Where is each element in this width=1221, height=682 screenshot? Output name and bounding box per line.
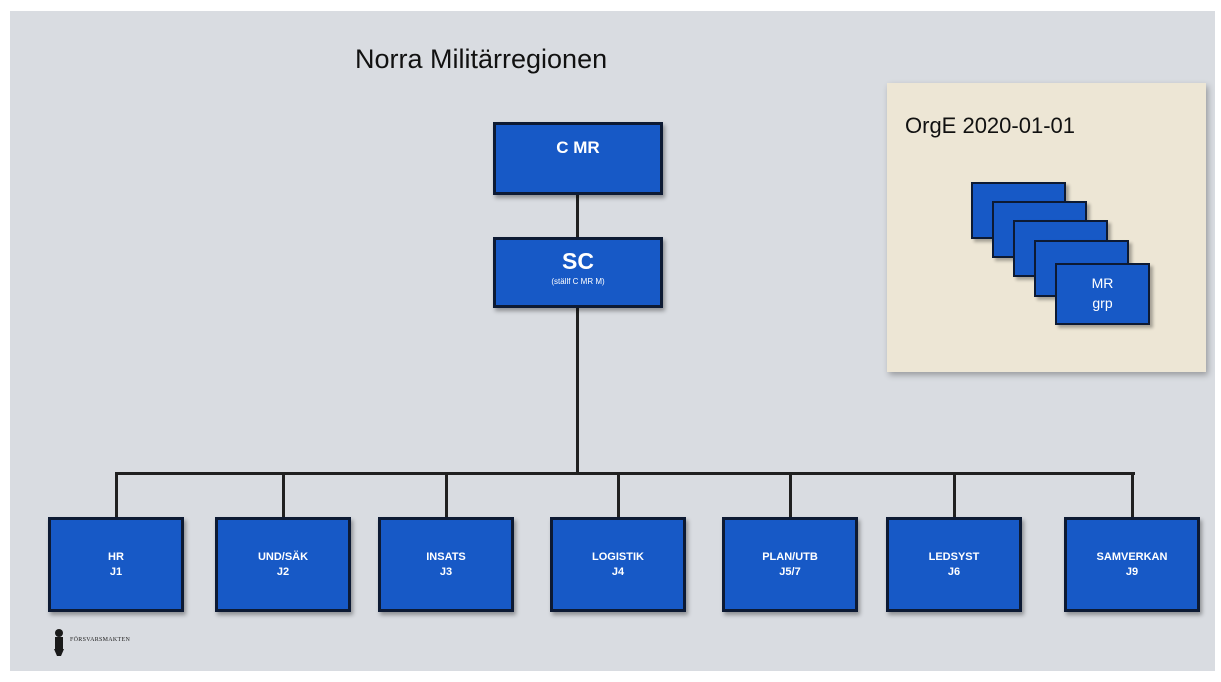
org-legend-box: OrgE 2020-01-01 MR grp	[887, 83, 1206, 372]
connector-horizontal-bus	[117, 472, 1135, 475]
sc-label: SC	[562, 248, 594, 274]
stack-front-label-2: grp	[1092, 295, 1113, 311]
c-mr-label: C MR	[556, 138, 600, 157]
department-box: SAMVERKAN J9	[1064, 517, 1200, 612]
connector-drop	[445, 472, 448, 517]
department-text: UND/SÄK J2	[218, 550, 348, 580]
stack-card-front: MR grp	[1055, 263, 1150, 325]
department-name: LEDSYST	[928, 551, 980, 563]
connector-top-to-sc	[576, 195, 579, 237]
department-name: LOGISTIK	[592, 551, 644, 563]
c-mr-box: C MR	[493, 122, 663, 195]
crest-icon	[54, 629, 64, 656]
department-box: LOGISTIK J4	[550, 517, 686, 612]
department-code: J9	[1125, 566, 1139, 578]
department-text: SAMVERKAN J9	[1067, 550, 1197, 580]
department-box: HR J1	[48, 517, 184, 612]
department-box: PLAN/UTB J5/7	[722, 517, 858, 612]
department-name: UND/SÄK	[257, 551, 309, 563]
stack-front-label-1: MR	[1091, 275, 1114, 291]
department-code: J6	[947, 566, 961, 578]
department-box: INSATS J3	[378, 517, 514, 612]
logo-text: FÖRSVARSMAKTEN	[70, 637, 131, 643]
department-box: LEDSYST J6	[886, 517, 1022, 612]
page-title: Norra Militärregionen	[355, 44, 608, 74]
department-text: HR J1	[51, 550, 181, 580]
department-text: PLAN/UTB J5/7	[725, 550, 855, 580]
connector-drop	[115, 472, 118, 517]
connector-drop	[953, 472, 956, 517]
connector-drop	[1131, 472, 1134, 517]
department-code: J5/7	[779, 566, 801, 578]
legend-title: OrgE 2020-01-01	[905, 113, 1075, 138]
department-code: J1	[109, 566, 123, 578]
department-name: HR	[108, 551, 124, 563]
forsvarsmakten-logo: FÖRSVARSMAKTEN	[53, 627, 193, 657]
connector-drop	[282, 472, 285, 517]
department-text: LOGISTIK J4	[553, 550, 683, 580]
department-code: J2	[276, 566, 290, 578]
department-code: J4	[611, 566, 625, 578]
connector-drop	[789, 472, 792, 517]
sc-sublabel: (ställf C MR M)	[551, 277, 605, 286]
department-name: SAMVERKAN	[1096, 551, 1168, 563]
sc-box: SC (ställf C MR M)	[493, 237, 663, 308]
connector-sc-to-bus	[576, 308, 579, 472]
department-text: INSATS J3	[381, 550, 511, 580]
department-code: J3	[439, 566, 453, 578]
department-name: INSATS	[426, 551, 466, 563]
department-name: PLAN/UTB	[762, 551, 818, 563]
connector-drop	[617, 472, 620, 517]
department-box: UND/SÄK J2	[215, 517, 351, 612]
department-text: LEDSYST J6	[889, 550, 1019, 580]
